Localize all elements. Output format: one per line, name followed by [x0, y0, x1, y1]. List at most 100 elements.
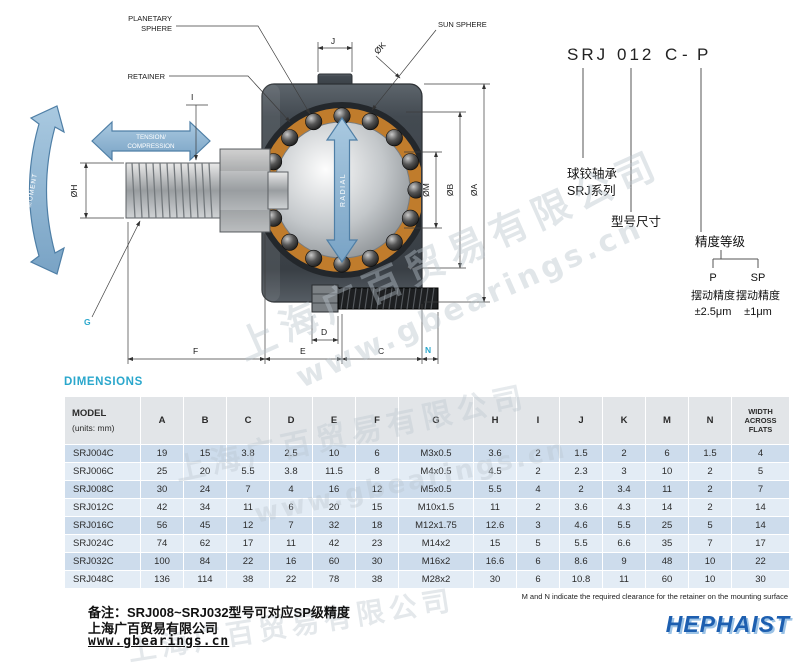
- cell: 11: [269, 534, 313, 553]
- callouts: PLANETARY SPHERE SUN SPHERE RETAINER: [128, 14, 487, 123]
- clearance-note: M and N indicate the required clearance …: [521, 592, 788, 601]
- retainer-label: RETAINER: [128, 72, 166, 81]
- cell: 56: [140, 516, 184, 535]
- cell: 5.5: [559, 534, 603, 553]
- grade-sp-label: SP: [751, 272, 766, 284]
- cell: 7: [226, 480, 270, 499]
- cell: 14: [731, 516, 790, 535]
- cell: 3.8: [269, 462, 313, 481]
- grade-sp-desc: 摆动精度: [736, 288, 780, 302]
- cell: 7: [269, 516, 313, 535]
- cell: 22: [269, 570, 313, 589]
- model-header-text: MODEL: [72, 408, 107, 419]
- cell: 3: [602, 462, 646, 481]
- cell: 45: [183, 516, 227, 535]
- col-header: D: [269, 396, 313, 445]
- cell: 2: [688, 462, 732, 481]
- cell: 11: [602, 570, 646, 589]
- cell: 14: [645, 498, 689, 517]
- cell: M16x2: [398, 552, 474, 571]
- cell: 5: [731, 462, 790, 481]
- code-lines: [582, 68, 759, 268]
- footer-website-link[interactable]: www.gbearings.cn: [88, 634, 230, 649]
- cell: 22: [731, 552, 790, 571]
- cell: M5x0.5: [398, 480, 474, 499]
- cell: 15: [183, 444, 227, 463]
- cell: 60: [645, 570, 689, 589]
- cell: 32: [312, 516, 356, 535]
- cell: 35: [645, 534, 689, 553]
- code-dash: -: [682, 45, 691, 64]
- dim-K-label: ØK: [372, 40, 388, 56]
- tension-compression-arrow: [91, 120, 211, 162]
- model-cell: SRJ006C: [64, 462, 141, 481]
- cell: M14x2: [398, 534, 474, 553]
- dimensions-title: DIMENSIONS: [64, 376, 143, 388]
- model-cell: SRJ032C: [64, 552, 141, 571]
- code-type: C: [665, 45, 680, 64]
- cell: 5: [688, 516, 732, 535]
- radial-label: RADIAL: [340, 173, 347, 207]
- dim-I-label: I: [191, 92, 193, 102]
- cell: 10: [688, 570, 732, 589]
- cell: 16.6: [473, 552, 517, 571]
- cell: 4: [516, 480, 560, 499]
- tension-label-line1: TENSION/: [136, 134, 166, 141]
- cell: 2: [516, 498, 560, 517]
- cell: M28x2: [398, 570, 474, 589]
- dim-C-label: C: [378, 346, 384, 356]
- cell: 18: [355, 516, 399, 535]
- cell: 74: [140, 534, 184, 553]
- cell: 2: [602, 444, 646, 463]
- col-header: N: [688, 396, 732, 445]
- cell: 2.5: [269, 444, 313, 463]
- threaded-stud: [125, 148, 289, 233]
- cell: 6: [516, 552, 560, 571]
- grade-p-desc: 摆动精度: [691, 288, 735, 302]
- cell: M4x0.5: [398, 462, 474, 481]
- cell: 4.3: [602, 498, 646, 517]
- cell: 16: [269, 552, 313, 571]
- header-row: MODEL (units: mm) A B C D E F G H I J K …: [64, 396, 790, 445]
- dim-E-label: E: [300, 346, 306, 356]
- dim-B-label: ØB: [445, 184, 455, 197]
- cell: 8.6: [559, 552, 603, 571]
- cell: 3.4: [602, 480, 646, 499]
- cell: 9: [602, 552, 646, 571]
- dimension-lines: ØH I J ØK ØM ØB ØA: [69, 36, 490, 364]
- cell: 20: [312, 498, 356, 517]
- cell: 25: [140, 462, 184, 481]
- load-arrows: MOMENT TENSION/ COMPRESSION RADIAL: [26, 105, 359, 275]
- cell: 114: [183, 570, 227, 589]
- cell: 78: [312, 570, 356, 589]
- cell: 42: [312, 534, 356, 553]
- code-size: 012: [617, 45, 654, 64]
- dim-F-label: F: [193, 346, 198, 356]
- series-note-line1: 球铰轴承: [567, 166, 618, 181]
- cell: 3.6: [559, 498, 603, 517]
- planetary-sphere-label: PLANETARY: [128, 14, 172, 23]
- cell: M3x0.5: [398, 444, 474, 463]
- cell: 10: [312, 444, 356, 463]
- radial-arrow: [325, 116, 359, 264]
- cell: 11: [226, 498, 270, 517]
- col-header: M: [645, 396, 689, 445]
- footer-company-name: 上海广百贸易有限公司: [88, 621, 219, 636]
- cell: 136: [140, 570, 184, 589]
- dim-A-label: ØA: [469, 184, 479, 197]
- cell: M12x1.75: [398, 516, 474, 535]
- cell: 1.5: [559, 444, 603, 463]
- dim-J-label: J: [331, 36, 335, 46]
- cell: 11.5: [312, 462, 356, 481]
- cell: 30: [473, 570, 517, 589]
- cell: 4.6: [559, 516, 603, 535]
- model-cell: SRJ008C: [64, 480, 141, 499]
- dim-N-label: N: [425, 345, 431, 355]
- cell: 62: [183, 534, 227, 553]
